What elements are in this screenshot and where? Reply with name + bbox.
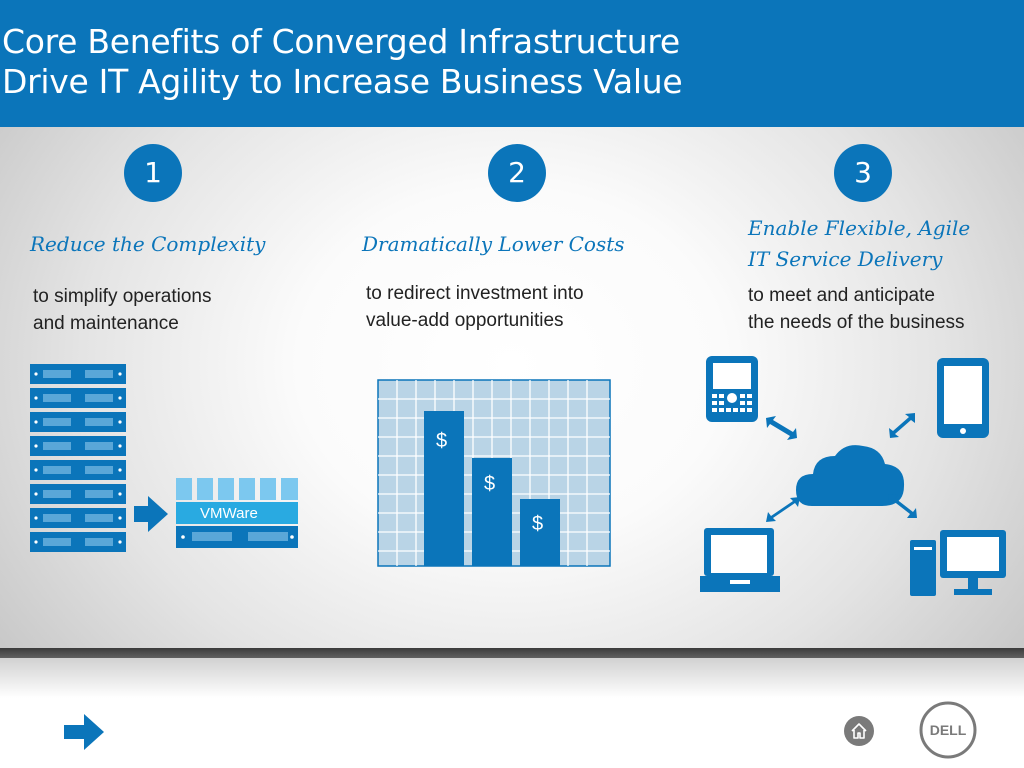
benefit-description-1-line-1: to simplify operations <box>33 286 212 307</box>
content-panel <box>0 127 1024 654</box>
cost-bar-3-label: $ <box>532 513 544 535</box>
home-icon <box>851 723 867 739</box>
benefit-heading-3-line-1: Enable Flexible, Agile <box>748 216 971 240</box>
benefit-description-2-line-1: to redirect investment into <box>366 283 584 304</box>
slide-title-line-2: Drive IT Agility to Increase Business Va… <box>2 62 683 101</box>
benefit-description-1: to simplify operations and maintenance <box>33 283 211 337</box>
benefit-description-3-line-1: to meet and anticipate <box>748 285 935 306</box>
dell-logo: DELL <box>919 701 977 759</box>
benefit-heading-1: Reduce the Complexity <box>30 232 266 256</box>
benefit-heading-3-line-2: IT Service Delivery <box>748 247 943 271</box>
vmware-label: VMWare <box>200 505 258 522</box>
benefit-heading-2: Dramatically Lower Costs <box>362 232 625 256</box>
step-badge-2: 2 <box>488 144 546 202</box>
step-badge-3: 3 <box>834 144 892 202</box>
dell-logo-text: DELL <box>930 722 967 738</box>
arrow-right-icon <box>64 714 104 750</box>
benefit-description-3: to meet and anticipate the needs of the … <box>748 282 965 336</box>
home-button[interactable] <box>844 716 874 746</box>
cost-bar-1-label: $ <box>436 430 448 452</box>
benefit-description-2: to redirect investment into value-add op… <box>366 280 584 334</box>
next-slide-button[interactable] <box>64 714 104 750</box>
cost-bar-2-label: $ <box>484 473 496 495</box>
slide-header: Core Benefits of Converged Infrastructur… <box>0 0 1024 127</box>
benefit-description-1-line-2: and maintenance <box>33 313 179 334</box>
benefit-description-2-line-2: value-add opportunities <box>366 310 564 331</box>
slide-title-line-1: Core Benefits of Converged Infrastructur… <box>2 22 680 61</box>
step-badge-1: 1 <box>124 144 182 202</box>
panel-floor-shadow <box>0 658 1024 698</box>
panel-bottom-edge <box>0 648 1024 658</box>
benefit-description-3-line-2: the needs of the business <box>748 312 965 333</box>
